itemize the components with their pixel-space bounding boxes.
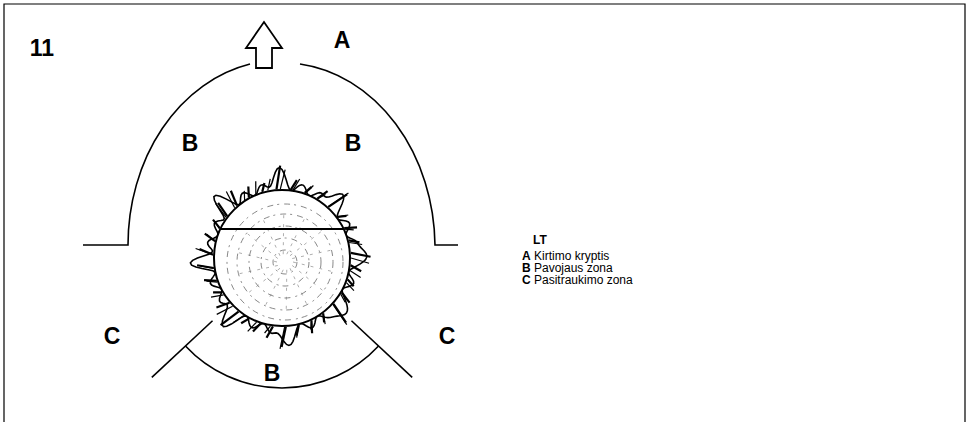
root-stroke bbox=[333, 304, 346, 323]
root-stroke bbox=[351, 253, 371, 257]
root-stroke bbox=[248, 322, 257, 331]
root-stroke bbox=[265, 326, 271, 333]
root-stroke bbox=[351, 265, 362, 271]
wood-crack bbox=[293, 262, 334, 272]
tree-stump bbox=[190, 166, 370, 349]
figure-number: 11 bbox=[30, 37, 54, 60]
root-stroke bbox=[205, 234, 215, 242]
legend-key: C bbox=[522, 274, 531, 286]
root-stroke bbox=[231, 191, 237, 206]
legend-text: Kirtimo kryptis bbox=[534, 250, 609, 262]
root-stroke bbox=[244, 191, 246, 200]
root-stroke bbox=[306, 186, 314, 194]
root-stroke bbox=[221, 312, 239, 325]
root-stroke bbox=[323, 313, 325, 324]
growth-ring bbox=[249, 226, 321, 298]
wood-crack bbox=[292, 265, 325, 292]
wood-crack bbox=[236, 252, 277, 262]
legend-key: A bbox=[522, 250, 531, 262]
felling-notch bbox=[220, 228, 343, 230]
root-stroke bbox=[344, 226, 357, 229]
growth-ring bbox=[227, 204, 343, 320]
legend-text: Pavojaus zona bbox=[534, 262, 613, 274]
root-stroke bbox=[338, 215, 349, 217]
root-stroke bbox=[351, 258, 369, 263]
wood-crack bbox=[287, 216, 306, 254]
root-stroke bbox=[213, 291, 222, 293]
wood-crack bbox=[245, 232, 278, 259]
felling-arrow bbox=[246, 22, 282, 68]
zone-letter: C bbox=[104, 325, 121, 348]
root-stroke bbox=[346, 283, 354, 291]
root-stroke bbox=[199, 249, 213, 255]
root-stroke bbox=[310, 320, 312, 329]
zone-divider bbox=[152, 321, 213, 378]
wood-crack bbox=[247, 268, 280, 294]
root-stroke bbox=[341, 294, 345, 302]
wood-crack bbox=[262, 217, 280, 255]
root-outline bbox=[190, 168, 366, 346]
root-stroke bbox=[276, 166, 280, 190]
wood-crack bbox=[292, 250, 333, 259]
zone-arc-bottom bbox=[185, 346, 378, 388]
root-stroke bbox=[350, 271, 361, 278]
zone-letter: B bbox=[264, 362, 281, 385]
root-stroke bbox=[218, 203, 227, 216]
frame bbox=[4, 4, 965, 422]
root-stroke bbox=[293, 179, 300, 190]
root-stroke bbox=[280, 170, 285, 189]
wood-crack bbox=[264, 270, 283, 308]
zone-letter: B bbox=[182, 132, 199, 155]
zone-divider bbox=[351, 321, 412, 378]
legend-text: Pasitraukimo zona bbox=[534, 274, 633, 286]
root-stroke bbox=[345, 228, 354, 230]
root-stroke bbox=[213, 220, 220, 229]
wood-crack bbox=[237, 265, 278, 274]
stump-face bbox=[214, 190, 350, 326]
root-stroke bbox=[267, 326, 273, 337]
wood-crack bbox=[286, 270, 288, 312]
zone-letter: A bbox=[334, 29, 351, 52]
root-stroke bbox=[333, 305, 347, 325]
zone-letter: B bbox=[345, 132, 362, 155]
root-stroke bbox=[247, 187, 250, 198]
root-stroke bbox=[317, 194, 325, 198]
wood-crack bbox=[290, 230, 323, 256]
root-stroke bbox=[233, 315, 243, 322]
root-stroke bbox=[255, 181, 256, 194]
wood-crack bbox=[290, 268, 308, 306]
root-stroke bbox=[310, 320, 313, 333]
root-stroke bbox=[204, 279, 217, 282]
root-stroke bbox=[349, 243, 362, 245]
root-stroke bbox=[328, 193, 348, 207]
root-stroke bbox=[317, 191, 327, 199]
wood-crack bbox=[283, 212, 285, 254]
root-stroke bbox=[280, 327, 285, 349]
root-stroke bbox=[216, 303, 229, 308]
root-stroke bbox=[211, 295, 224, 297]
root-stroke bbox=[268, 179, 270, 191]
root-stroke bbox=[262, 183, 264, 192]
legend-key: B bbox=[522, 262, 531, 274]
root-stroke bbox=[197, 265, 214, 268]
root-stroke bbox=[342, 292, 350, 302]
root-stroke bbox=[349, 240, 360, 242]
root-stroke bbox=[196, 249, 213, 255]
zone-letter: C bbox=[439, 325, 456, 348]
root-stroke bbox=[297, 325, 299, 338]
growth-ring bbox=[261, 238, 309, 286]
root-stroke bbox=[241, 319, 249, 324]
language-code: LT bbox=[533, 234, 547, 246]
